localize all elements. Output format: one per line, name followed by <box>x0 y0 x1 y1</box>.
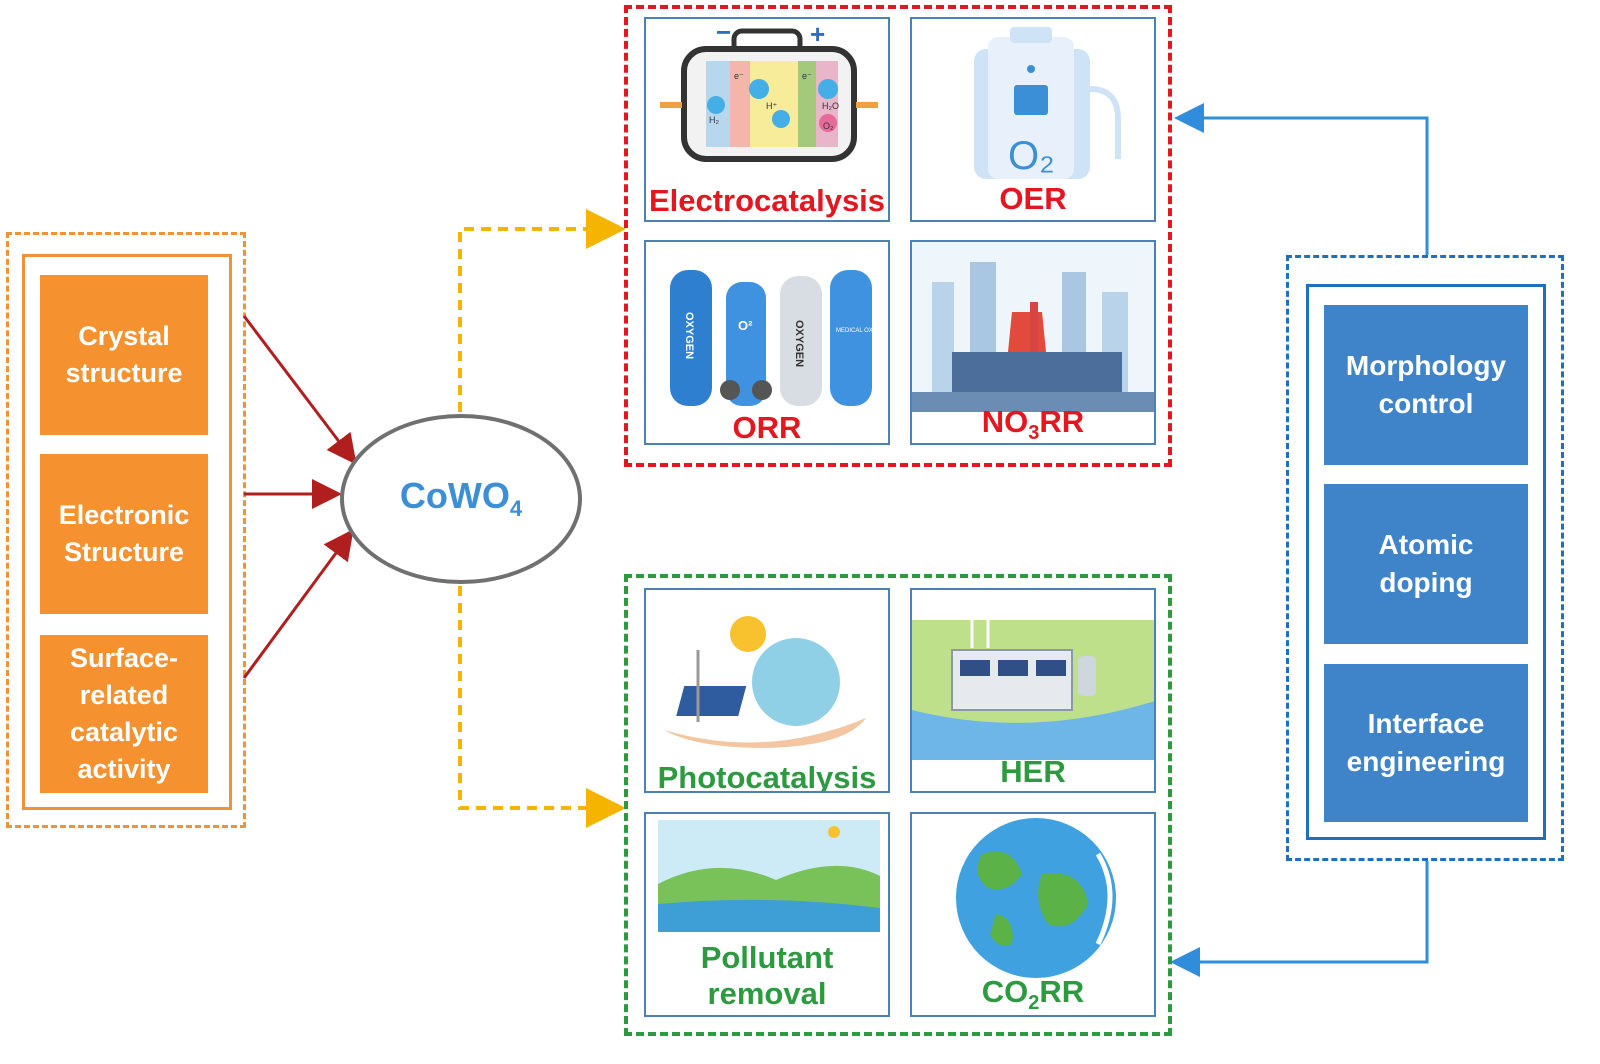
tile-electrocatalysis: − + H₂ e⁻ H⁺ e⁻ H₂O O₂ Electrocatalysis <box>644 17 890 222</box>
strategy-morphology-control: Morphology control <box>1324 305 1528 465</box>
cylinder-label-oxygen-1: OXYGEN <box>683 312 695 359</box>
tile-oer: O₂ OER <box>910 17 1156 222</box>
cylinder-label-o2: O² <box>738 318 753 333</box>
tile-label-pollutant-removal: Pollutant removal <box>700 940 834 1011</box>
tile-her: HER <box>910 588 1156 793</box>
strategy-interface-engineering: Interface engineering <box>1324 664 1528 822</box>
tile-label-her: HER <box>1000 754 1066 789</box>
solar-hand-icon <box>664 616 866 748</box>
tile-label-orr: ORR <box>732 410 802 445</box>
tile-co2rr: CO2RR <box>910 812 1156 1017</box>
dash-center-to-electro <box>458 209 626 412</box>
dash-center-to-photo <box>458 586 626 828</box>
tile-no3rr: NO3RR <box>910 240 1156 445</box>
strategies-outer-frame <box>1286 255 1564 861</box>
cylinder-label-oxygen-2: OXYGEN <box>793 320 805 367</box>
industrial-city-icon <box>912 242 1154 412</box>
proton-label: H⁺ <box>766 101 777 111</box>
h2-label: H₂ <box>709 115 719 125</box>
property-surface-activity: Surface- related catalytic activity <box>40 635 208 793</box>
center-formula: CoWO4 <box>399 475 523 522</box>
properties-inner-frame <box>22 254 232 810</box>
landscape-icon <box>658 820 880 932</box>
strategies-inner-frame <box>1306 284 1546 840</box>
properties-outer-frame <box>6 232 246 828</box>
tile-photocatalysis: Photocatalysis <box>644 588 890 793</box>
tile-orr: OXYGEN O² OXYGEN MEDICAL OXYGEN ORR <box>644 240 890 445</box>
tile-pollutant-removal: Pollutant removal <box>644 812 890 1017</box>
tile-label-electrocatalysis: Electrocatalysis <box>648 183 886 218</box>
tile-label-no3rr: NO3RR <box>981 404 1085 445</box>
electrocatalysis-group-frame <box>624 5 1172 467</box>
oxygen-generator-icon: O₂ <box>974 27 1121 179</box>
earth-globe-icon <box>956 818 1116 978</box>
plus-terminal-label: + <box>810 19 825 49</box>
property-crystal-structure: Crystal structure <box>40 275 208 435</box>
arrow-surface-to-center <box>242 529 354 679</box>
cylinder-label-medical: MEDICAL OXYGEN <box>836 328 890 334</box>
property-electronic-structure: Electronic Structure <box>40 454 208 614</box>
electron-label-left: e⁻ <box>734 71 744 81</box>
oer-o2-label: O₂ <box>1008 134 1055 178</box>
arrow-strategies-to-photo <box>1170 861 1429 977</box>
arrow-strategies-to-electro <box>1174 103 1429 255</box>
water-label: H₂O <box>822 101 839 111</box>
tile-label-photocatalysis: Photocatalysis <box>657 760 877 793</box>
oxygen-cylinders-icon: OXYGEN O² OXYGEN MEDICAL OXYGEN <box>670 270 890 406</box>
center-material-node: CoWO4 <box>340 414 582 584</box>
arrow-crystal-to-center <box>242 315 357 465</box>
tile-label-oer: OER <box>999 181 1067 216</box>
strategy-atomic-doping: Atomic doping <box>1324 484 1528 644</box>
tile-label-co2rr: CO2RR <box>981 974 1085 1015</box>
hydrogen-plant-icon <box>912 600 1154 760</box>
oxygen-label: O₂ <box>823 121 834 131</box>
fuel-cell-icon: − + H₂ e⁻ H⁺ e⁻ H₂O O₂ <box>660 19 878 162</box>
electron-label-right: e⁻ <box>802 71 812 81</box>
photocatalysis-group-frame <box>624 574 1172 1036</box>
minus-terminal-label: − <box>716 19 731 47</box>
